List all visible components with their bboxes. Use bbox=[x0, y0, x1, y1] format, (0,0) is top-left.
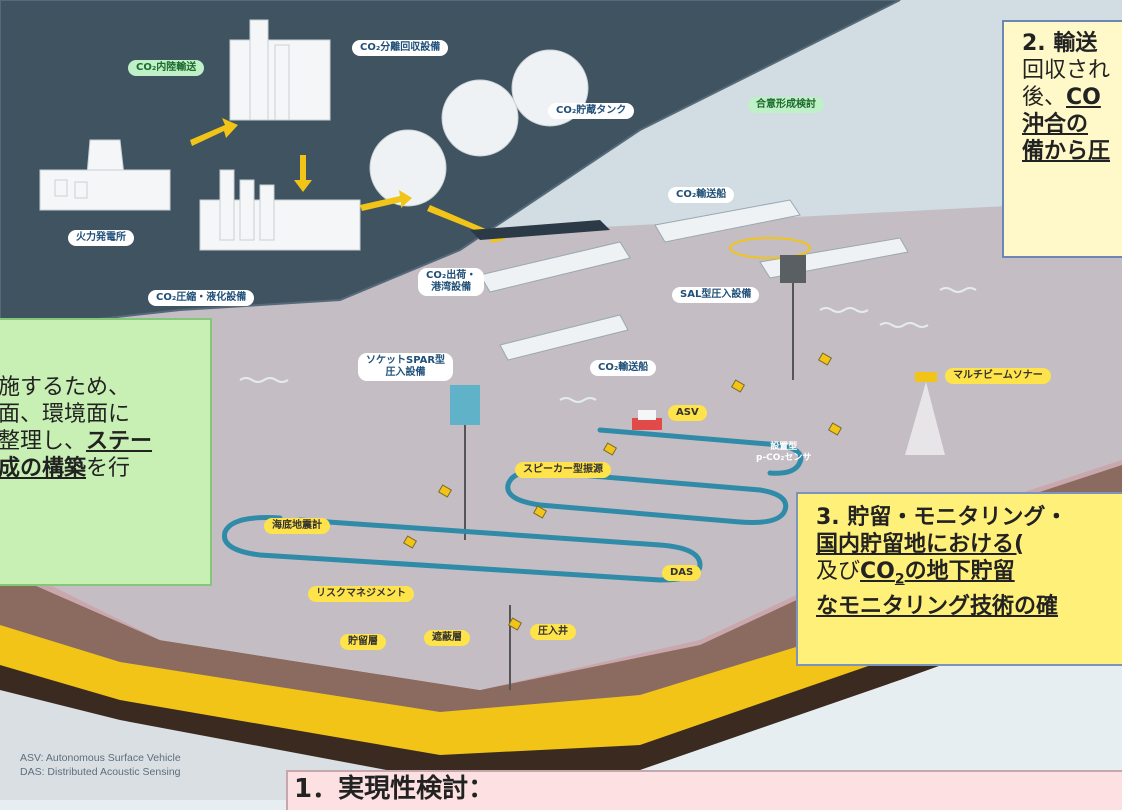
sal-buoy bbox=[780, 255, 806, 283]
label-speaker-source: スピーカー型振源 bbox=[515, 462, 611, 478]
callout-feasibility-title: 1．実現性検討： bbox=[294, 774, 495, 804]
label-pco2-sensor-line2: p-CO₂センサ bbox=[756, 453, 812, 463]
glossary-asv: ASV: Autonomous Surface Vehicle bbox=[20, 752, 181, 764]
callout-storage-line3-sub: 2 bbox=[894, 571, 905, 588]
label-shipping-port: CO₂出荷・ 港湾設備 bbox=[418, 268, 485, 296]
bedrock-layer bbox=[0, 690, 1122, 800]
callout-transport-line3-emph: CO bbox=[1066, 85, 1101, 110]
glossary-das: DAS: Distributed Acoustic Sensing bbox=[20, 766, 181, 778]
label-pco2-sensor: 設置型 p-CO₂センサ bbox=[756, 442, 811, 464]
callout-transport-line3-prefix: 後、 bbox=[1022, 85, 1067, 110]
callout-storage-line1: 3. 貯留・モニタリング・ bbox=[816, 505, 1068, 530]
callout-transport-title: 輸送 bbox=[1053, 31, 1098, 56]
callout-left-line3-prefix: 整理し、 bbox=[0, 429, 87, 454]
liquefaction-facility bbox=[199, 169, 361, 251]
label-pco2-sensor-line1: 設置型 bbox=[770, 442, 798, 452]
callout-transport-number: 2. bbox=[1022, 31, 1046, 56]
label-shipping-port-line1: CO₂出荷・ bbox=[426, 270, 477, 281]
callout-storage-monitoring: 3. 貯留・モニタリング・ 国内貯留地における( 及びCO2の地下貯留 なモニタ… bbox=[796, 492, 1122, 666]
separation-facility bbox=[229, 19, 331, 121]
subsea-pipelines bbox=[221, 427, 804, 583]
label-compression-liquefaction: CO₂圧縮・液化設備 bbox=[148, 290, 255, 306]
callout-storage-line3-emph: CO bbox=[860, 559, 895, 584]
callout-transport-line4: 沖合の bbox=[1022, 112, 1089, 137]
label-consensus: 合意形成検討 bbox=[748, 97, 824, 113]
label-transport-ship-top: CO₂輸送船 bbox=[668, 187, 735, 203]
sonar-device bbox=[915, 372, 937, 382]
label-storage-tank: CO₂貯蔵タンク bbox=[548, 103, 635, 119]
label-multibeam-sonar: マルチビームソナー bbox=[945, 368, 1051, 384]
label-socket-spar-line2: 圧入設備 bbox=[385, 367, 426, 378]
callout-left-line4-suffix: を行 bbox=[86, 456, 131, 481]
callout-feasibility: 1．実現性検討： bbox=[286, 770, 1122, 810]
label-inland-transport: CO₂内陸輸送 bbox=[128, 60, 205, 76]
callout-left-line4: 成の構築を行 bbox=[0, 455, 210, 482]
label-injection-well: 圧入井 bbox=[530, 624, 576, 640]
callout-left-line4-emph: 成の構築 bbox=[0, 456, 87, 481]
sensor-nodes bbox=[402, 352, 843, 631]
spar-facility bbox=[450, 385, 480, 425]
callout-transport-line5: 備から圧 bbox=[1022, 139, 1111, 164]
callout-storage-line3: 及びCO2の地下貯留 bbox=[816, 558, 1122, 593]
label-storage-layer: 貯留層 bbox=[340, 634, 386, 650]
callout-storage-line4: なモニタリング技術の確 bbox=[816, 594, 1059, 620]
callout-transport-line3: 後、CO bbox=[1022, 84, 1122, 111]
callout-transport-line2: 回収され bbox=[1022, 58, 1111, 83]
callout-stakeholder: 施するため、 面、環境面に 整理し、ステー 成の構築を行 bbox=[0, 318, 212, 586]
label-asv: ASV bbox=[668, 405, 707, 421]
label-das: DAS bbox=[662, 565, 702, 581]
label-transport-ship-mid: CO₂輸送船 bbox=[590, 360, 657, 376]
label-shipping-port-line2: 港湾設備 bbox=[431, 282, 472, 293]
power-plant bbox=[39, 139, 171, 211]
label-cap-rock: 遮蔽層 bbox=[424, 630, 470, 646]
callout-transport: 2. 輸送 回収され 後、CO 沖合の 備から圧 bbox=[1002, 20, 1122, 258]
callout-storage-line3-emph2: の地下貯留 bbox=[904, 559, 1015, 584]
pier bbox=[470, 220, 610, 240]
callout-left-line2: 面、環境面に bbox=[0, 402, 131, 427]
callout-storage-line2: 国内貯留地における( bbox=[816, 532, 1025, 557]
callout-storage-line3-prefix: 及び bbox=[816, 559, 861, 584]
callout-left-line3: 整理し、ステー bbox=[0, 428, 210, 455]
label-risk-management: リスクマネジメント bbox=[308, 586, 414, 602]
callout-left-line3-emph: ステー bbox=[86, 429, 153, 454]
label-sal-injection: SAL型圧入設備 bbox=[672, 287, 760, 303]
label-power-plant: 火力発電所 bbox=[68, 230, 134, 246]
label-seafloor-seismometer: 海底地震計 bbox=[264, 518, 330, 534]
label-socket-spar-line1: ソケットSPAR型 bbox=[366, 355, 446, 366]
callout-left-line1: 施するため、 bbox=[0, 375, 131, 400]
reservoir-layer bbox=[0, 530, 1122, 755]
asv-boat bbox=[632, 418, 662, 430]
label-socket-spar: ソケットSPAR型 圧入設備 bbox=[358, 353, 454, 381]
label-separation-recovery: CO₂分離回収設備 bbox=[352, 40, 449, 56]
wave-lines bbox=[239, 287, 977, 403]
callout-transport-heading: 2. 輸送 bbox=[1022, 30, 1122, 57]
